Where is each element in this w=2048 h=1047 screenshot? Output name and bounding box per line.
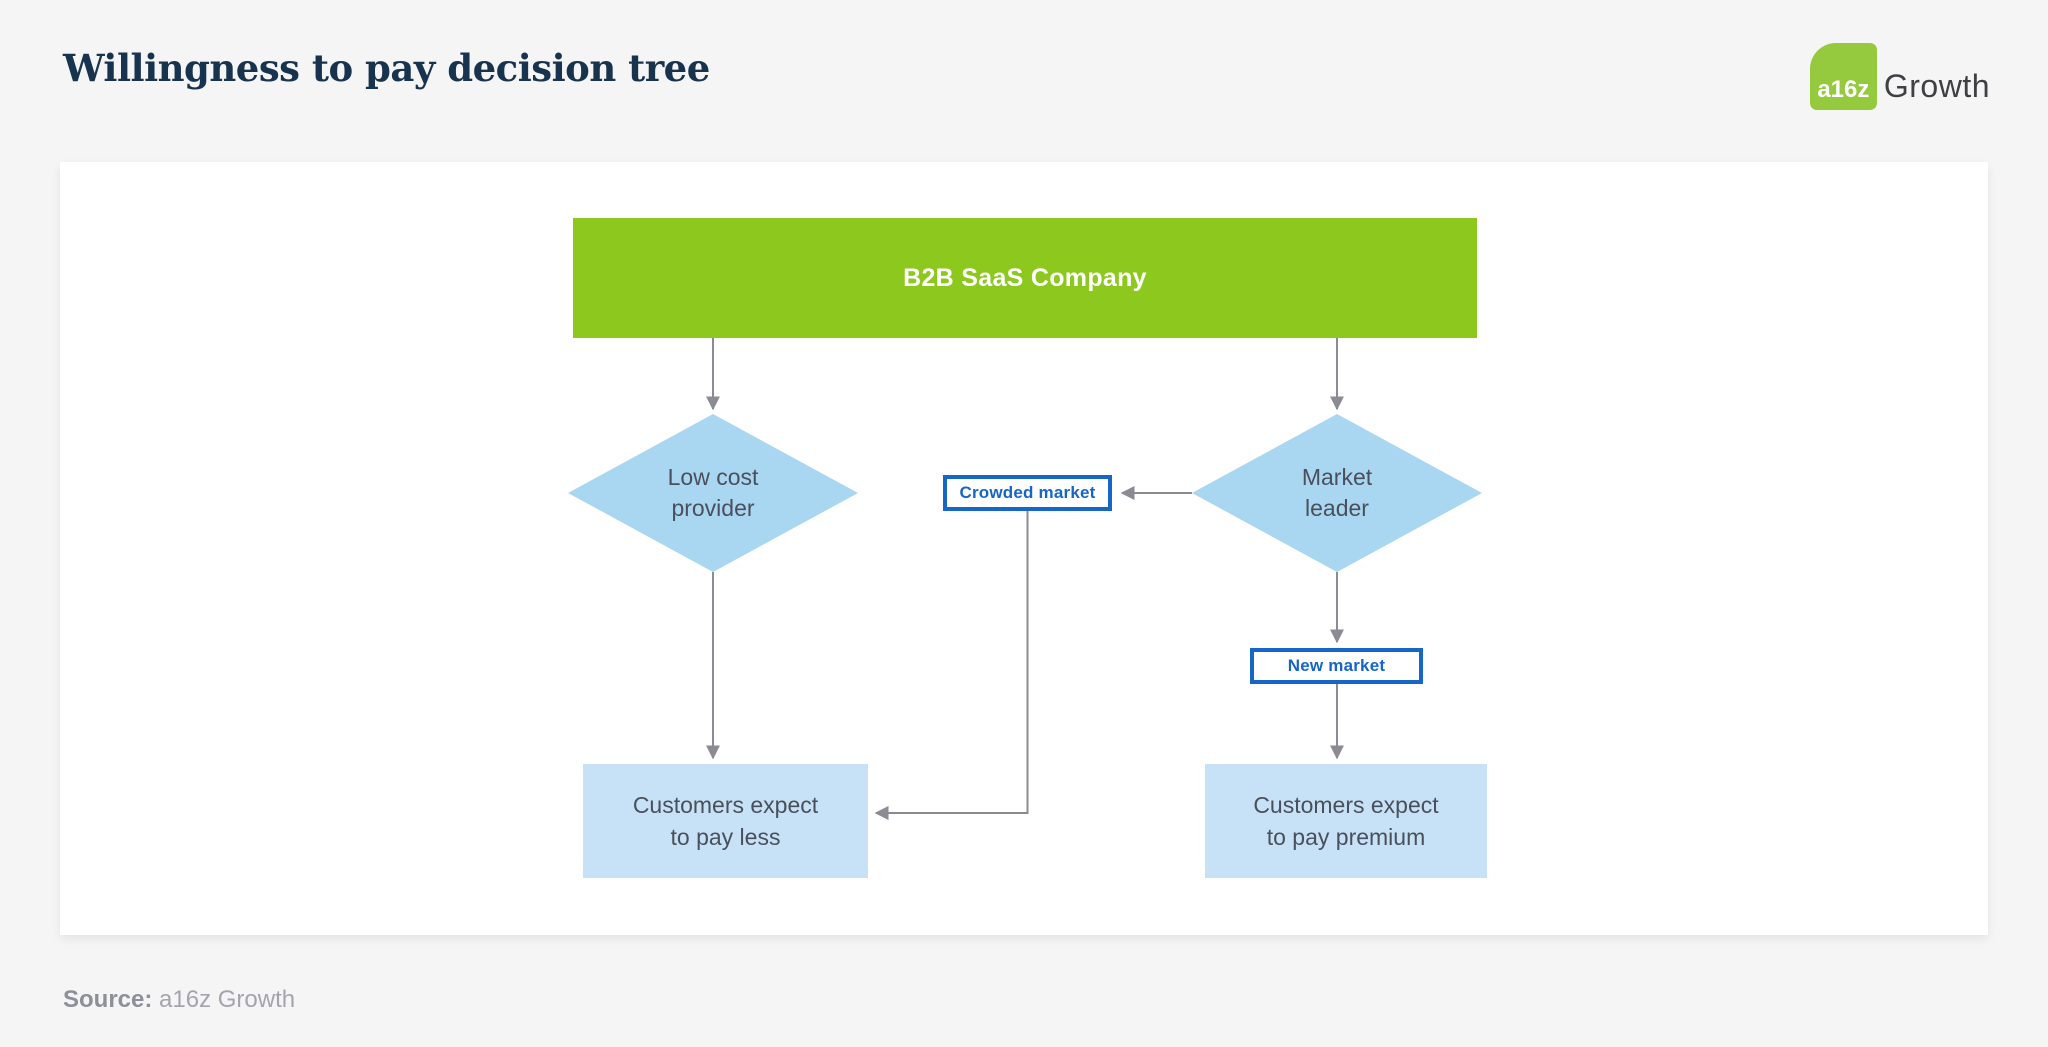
condition-crowded-market: Crowded market <box>943 475 1112 511</box>
outcome-pay-premium-line1: Customers expect <box>1253 791 1439 818</box>
source-note: Source: a16z Growth <box>63 986 295 1014</box>
decision-low-cost-provider-line1: Low cost <box>667 463 759 490</box>
condition-new-market-label: New market <box>1287 656 1386 675</box>
growth-wordmark: Growth <box>1883 68 1990 104</box>
edge-crowded-market-to-pay-less <box>874 511 1029 820</box>
source-value-text: a16z Growth <box>159 986 296 1013</box>
decision-market-leader-line1: Market <box>1301 463 1373 490</box>
outcome-pay-less-line1: Customers expect <box>632 791 819 818</box>
outcome-pay-less: Customers expect to pay less <box>583 764 868 878</box>
node-b2b-saas-company-label: B2B SaaS Company <box>903 263 1147 292</box>
a16z-logo-text: a16z <box>1817 76 1870 103</box>
a16z-growth-logo: a16z Growth <box>1809 43 1990 110</box>
outcome-pay-premium: Customers expect to pay premium <box>1205 764 1487 878</box>
diagram-card: B2B SaaS Company Low cost provider Marke… <box>60 162 1988 935</box>
node-b2b-saas-company: B2B SaaS Company <box>573 218 1477 338</box>
outcome-pay-premium-line2: to pay premium <box>1266 824 1426 850</box>
condition-crowded-market-label: Crowded market <box>959 483 1096 502</box>
a16z-logo-mark: a16z <box>1809 43 1877 110</box>
page-title: Willingness to pay decision tree <box>63 46 710 90</box>
condition-new-market: New market <box>1250 648 1423 684</box>
source-label: Source: <box>63 986 153 1013</box>
decision-market-leader-line2: leader <box>1305 495 1369 521</box>
decision-low-cost-provider-line2: provider <box>671 495 755 521</box>
outcome-pay-less-line2: to pay less <box>670 824 781 850</box>
connectors-layer <box>706 338 1344 820</box>
